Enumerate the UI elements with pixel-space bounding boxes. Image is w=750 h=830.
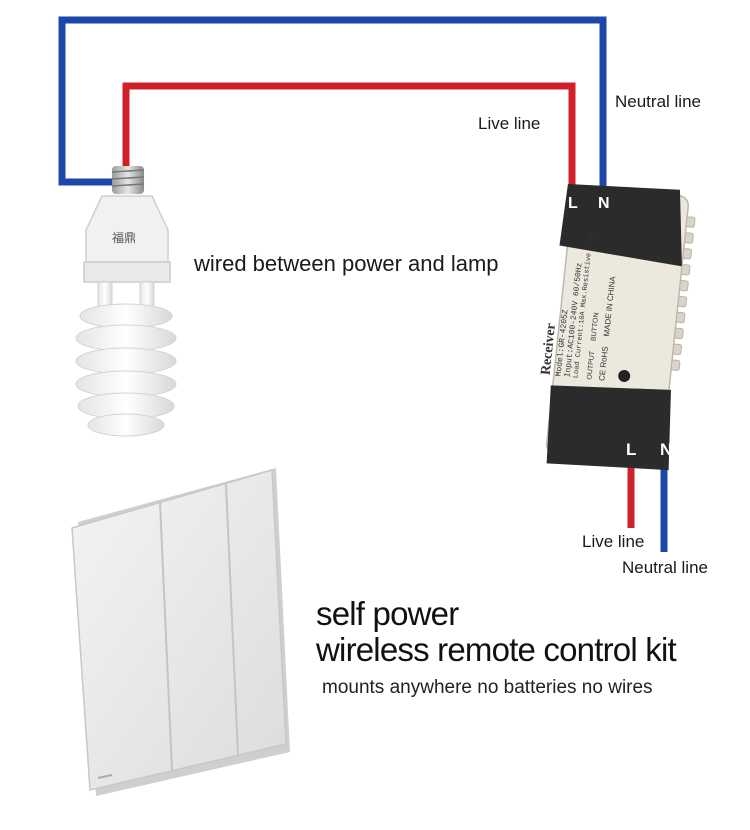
terminal-top-n: N [598,195,610,212]
neutral-line-top-label: Neutral line [615,92,701,111]
headline-tagline: mounts anywhere no batteries no wires [322,677,653,698]
wall-switch [71,468,290,796]
receiver-ce: CE RoHS [597,345,610,382]
live-line-bottom-label: Live line [582,532,645,551]
terminal-bottom-n: N [660,440,673,459]
neutral-wire-top [58,16,607,186]
live-wire-top [122,82,576,186]
headline-line2: wireless remote control kit [316,631,677,668]
headline-line1: self power [316,595,459,632]
receiver-button: BUTTON [590,312,601,342]
live-line-top-label: Live line [478,114,541,133]
neutral-line-bottom-label: Neutral line [622,558,708,577]
receiver-made-in: MADE IN CHINA [601,275,618,337]
bulb-brand-mark: 福鼎 [112,231,137,245]
terminal-top-l: L [568,195,578,212]
terminal-bottom-l: L [626,440,637,459]
cfl-bulb [75,166,177,437]
receiver-module [545,184,696,471]
receiver-label-panel: Receiver Model:GR-4205Z Input:AC100-240V… [539,232,712,391]
wired-note: wired between power and lamp [194,251,499,276]
receiver-output: OUTPUT [586,350,597,381]
